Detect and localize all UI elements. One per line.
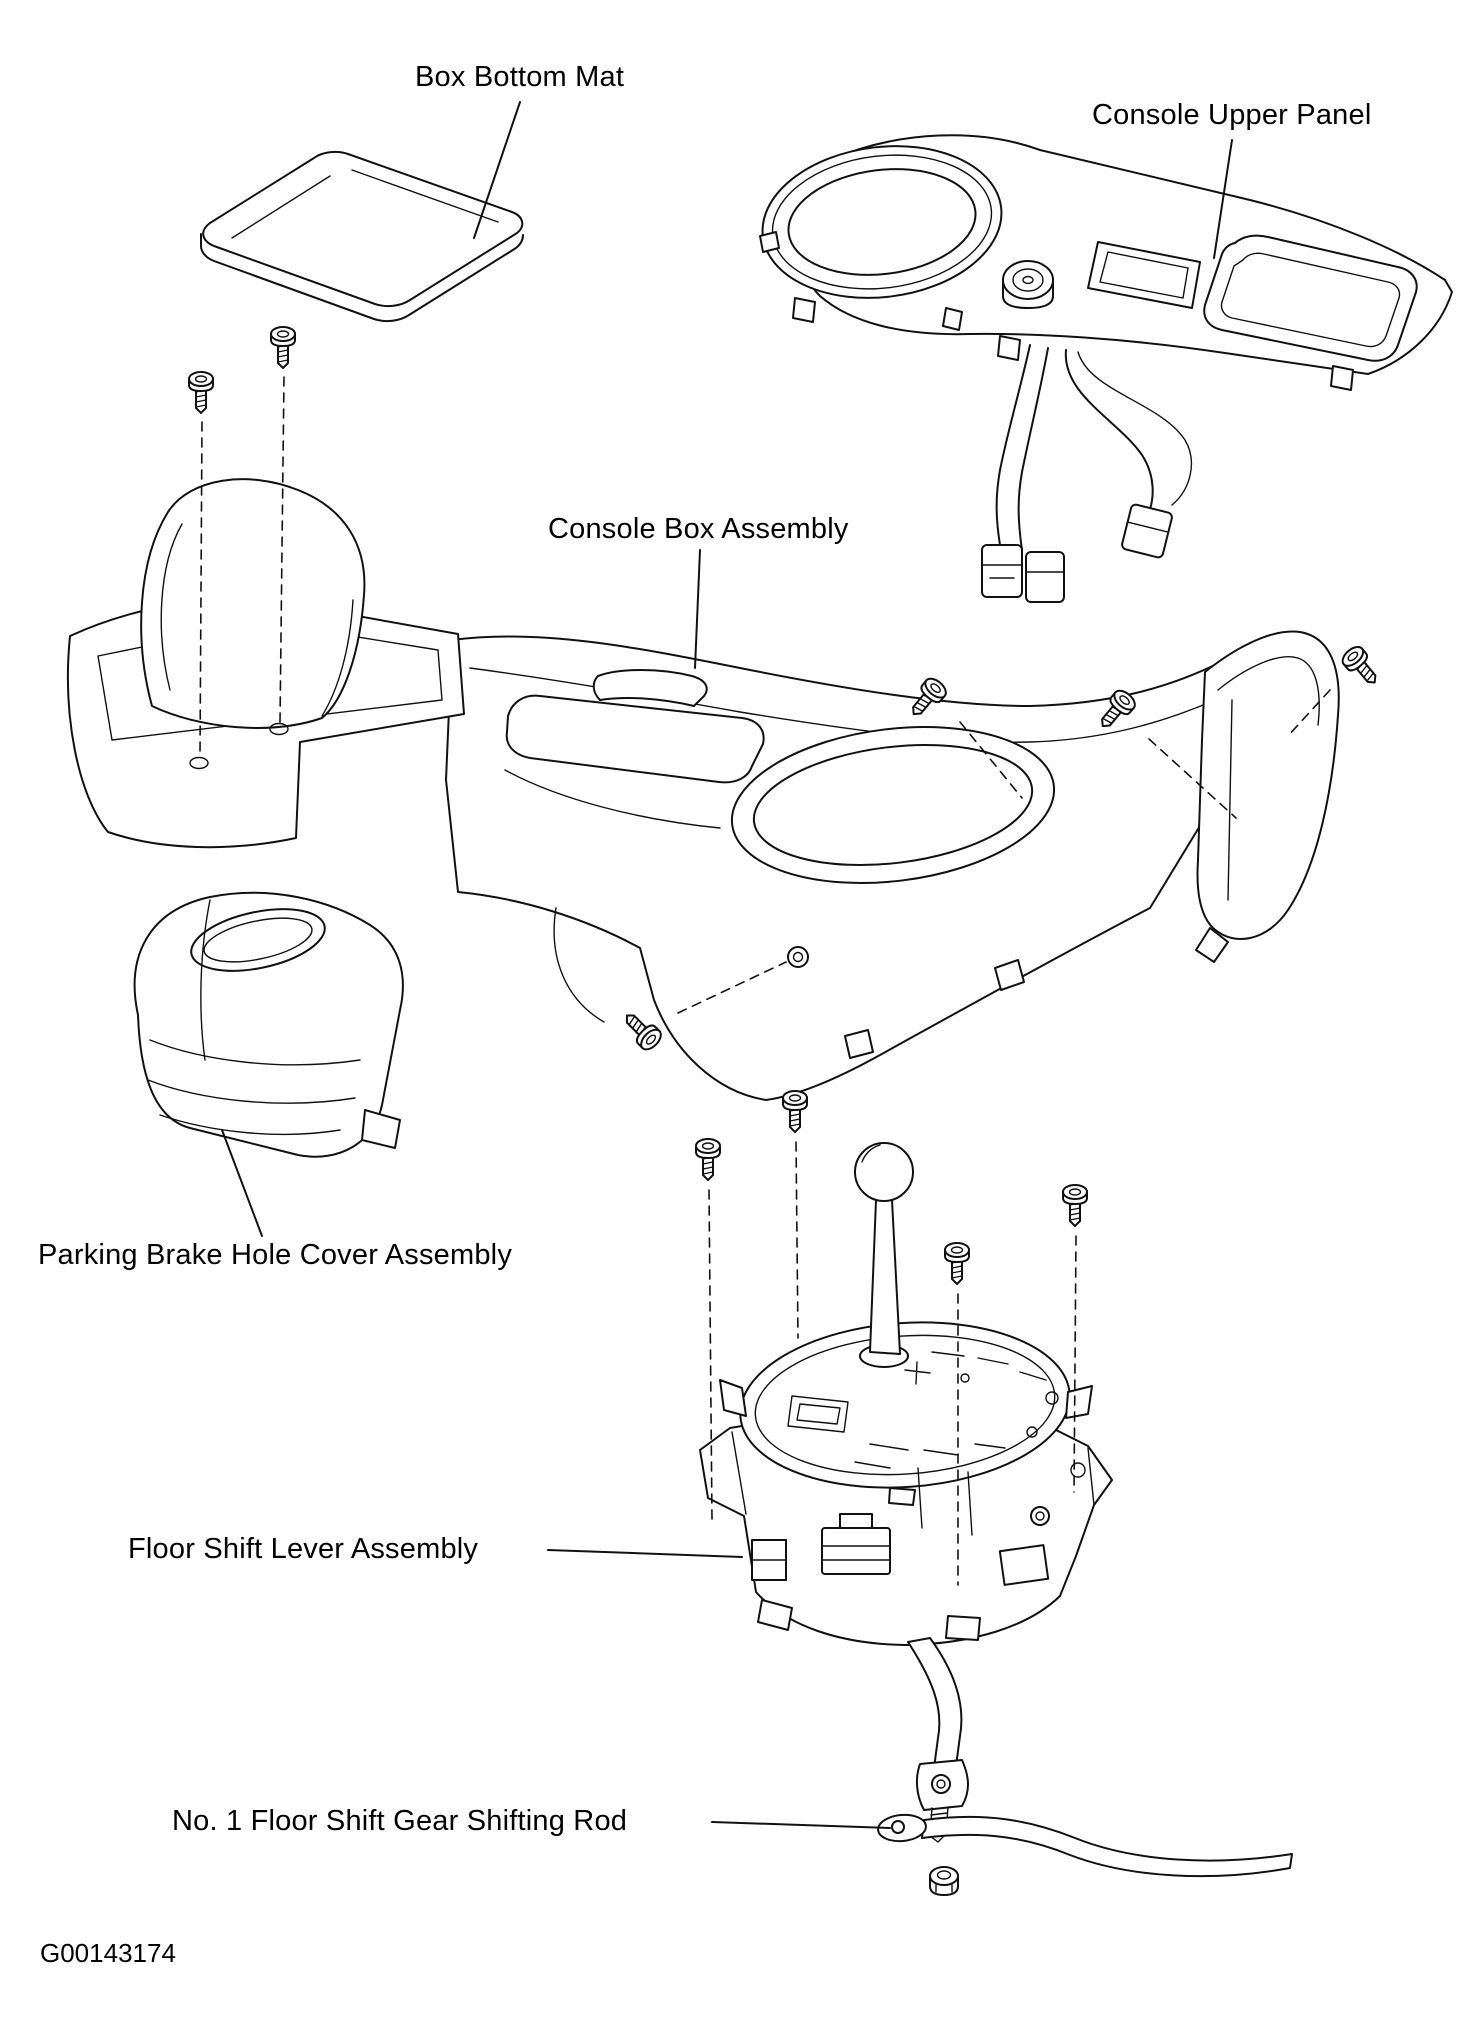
screw-icon: [695, 1138, 721, 1181]
dashed-guide-lines: [199, 376, 1331, 1586]
screw-icon: [617, 1006, 666, 1055]
shift-gear-rod-part: [877, 1813, 1293, 1896]
label-console-box-assembly: Console Box Assembly: [548, 513, 849, 545]
screw-icon: [944, 1242, 970, 1285]
label-parking-brake-hole-cover-assembly: Parking Brake Hole Cover Assembly: [38, 1239, 513, 1271]
screw-icon: [188, 371, 214, 414]
label-leader-lines: [221, 101, 1233, 1829]
nut: [929, 1866, 959, 1896]
label-floor-shift-lever-assembly: Floor Shift Lever Assembly: [128, 1533, 479, 1565]
figure-code: G00143174: [40, 1938, 176, 1968]
label-console-upper-panel: Console Upper Panel: [1092, 99, 1372, 131]
floor-shift-lever-part: [699, 1142, 1113, 1843]
box-bottom-mat-part: [200, 150, 524, 323]
screw-icon: [1062, 1184, 1088, 1227]
parking-brake-hole-cover-part: [133, 891, 404, 1158]
screw-icon: [1338, 642, 1385, 692]
console-upper-panel-part: [759, 134, 1453, 603]
label-no-1-floor-shift-gear-shifting-rod: No. 1 Floor Shift Gear Shifting Rod: [172, 1805, 628, 1837]
wire-connector: [981, 503, 1173, 603]
console-box-assembly-part: [67, 478, 1340, 1101]
screw-icon: [782, 1090, 808, 1133]
screw-icon: [270, 326, 296, 369]
label-box-bottom-mat: Box Bottom Mat: [415, 61, 625, 93]
